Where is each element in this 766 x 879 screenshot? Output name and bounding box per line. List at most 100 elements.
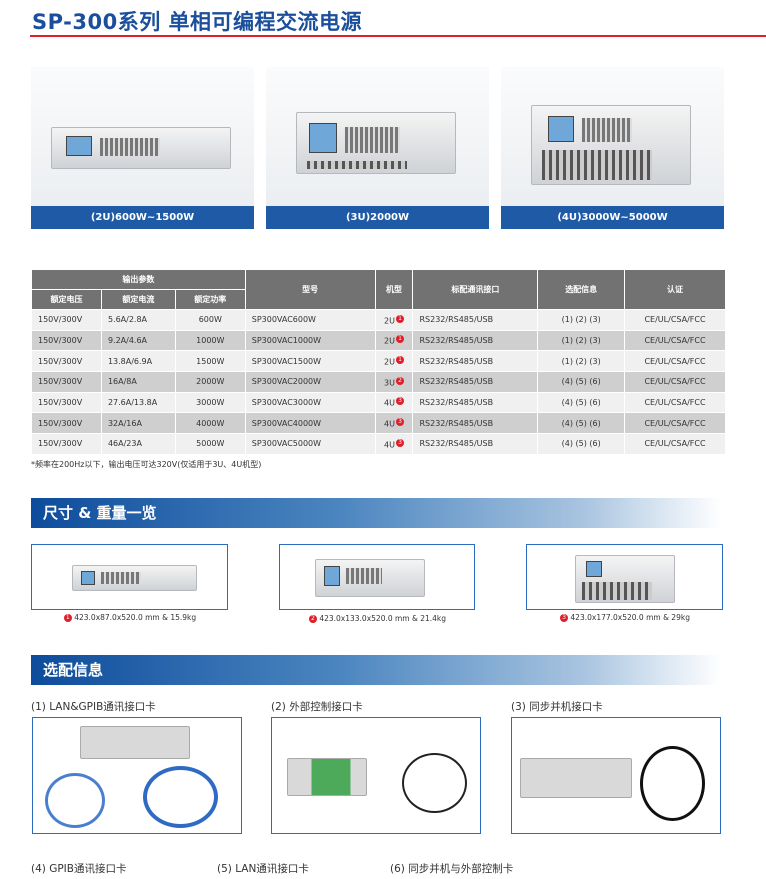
table-cell: SP300VAC1000W — [244, 329, 376, 352]
table-cell: 5.6A/2.8A — [100, 309, 176, 331]
spec-table: 输出参数 型号 机型 标配通讯接口 选配信息 认证 额定电压额定电流额定功率 1… — [31, 269, 726, 455]
table-cell: 4000W — [174, 412, 246, 435]
chassis-number-badge: 3 — [395, 397, 404, 406]
dimension-box-3u — [279, 544, 475, 610]
table-cell: 150V/300V — [31, 350, 102, 373]
table-cell: 9.2A/4.6A — [100, 329, 176, 352]
device-image-2u — [51, 127, 231, 169]
table-cell: 2000W — [174, 371, 246, 393]
table-cell: CE/UL/CSA/FCC — [624, 350, 726, 373]
chassis-number-badge: 3 — [395, 417, 404, 426]
section-header-options: 选配信息 — [31, 655, 721, 685]
col-header: 型号 — [244, 269, 376, 310]
dimension-box-2u — [31, 544, 228, 610]
table-cell: SP300VAC1500W — [244, 350, 376, 373]
option-image-lan-gpib — [32, 717, 242, 834]
table-cell: CE/UL/CSA/FCC — [624, 309, 726, 331]
product-card-3u: (3U)2000W — [266, 67, 489, 229]
col-header: 额定电流 — [100, 289, 176, 310]
col-header: 机型 — [374, 269, 414, 310]
table-cell: CE/UL/CSA/FCC — [624, 391, 726, 414]
table-cell: (4) (5) (6) — [537, 433, 626, 455]
table-cell: SP300VAC600W — [244, 309, 376, 331]
table-cell: 600W — [174, 309, 246, 331]
table-cell: 1500W — [174, 350, 246, 373]
table-cell: SP300VAC5000W — [244, 433, 376, 455]
table-cell: RS232/RS485/USB — [412, 391, 539, 414]
col-header: 标配通讯接口 — [412, 269, 539, 310]
table-cell: CE/UL/CSA/FCC — [624, 371, 726, 393]
title-divider — [30, 35, 766, 37]
chassis-number-badge: 2 — [395, 376, 404, 385]
chassis-number-badge: 1 — [395, 335, 404, 344]
table-cell: (4) (5) (6) — [537, 391, 626, 414]
option-label: (3) 同步并机接口卡 — [511, 701, 603, 713]
table-cell: SP300VAC4000W — [244, 412, 376, 435]
page-title: SP-300系列 单相可编程交流电源 — [32, 10, 363, 34]
table-cell: RS232/RS485/USB — [412, 433, 539, 455]
dimension-caption: 1 423.0x87.0x520.0 mm & 15.9kg — [31, 613, 228, 622]
option-label: (5) LAN通讯接口卡 — [217, 863, 309, 875]
dimension-caption: 2 423.0x133.0x520.0 mm & 21.4kg — [279, 614, 475, 623]
table-cell: 13.8A/6.9A — [100, 350, 176, 373]
product-card-2u: (2U)600W~1500W — [31, 67, 254, 229]
table-cell: (4) (5) (6) — [537, 412, 626, 435]
option-label: (1) LAN&GPIB通讯接口卡 — [31, 701, 156, 713]
table-cell: 150V/300V — [31, 309, 102, 331]
table-cell: 46A/23A — [100, 433, 176, 455]
table-cell: (1) (2) (3) — [537, 309, 626, 331]
table-cell: SP300VAC3000W — [244, 391, 376, 414]
table-footnote: *频率在200Hz以下，输出电压可达320V(仅适用于3U、4U机型) — [31, 460, 262, 469]
table-cell: 27.6A/13.8A — [100, 391, 176, 414]
table-cell: 150V/300V — [31, 329, 102, 352]
table-cell: 150V/300V — [31, 371, 102, 393]
table-cell: SP300VAC2000W — [244, 371, 376, 393]
table-cell: RS232/RS485/USB — [412, 350, 539, 373]
table-cell: 32A/16A — [100, 412, 176, 435]
table-cell: CE/UL/CSA/FCC — [624, 329, 726, 352]
table-cell: (1) (2) (3) — [537, 329, 626, 352]
group-header: 输出参数 — [31, 269, 246, 290]
section-header-dimensions: 尺寸 & 重量一览 — [31, 498, 721, 528]
dimension-caption: 3 423.0x177.0x520.0 mm & 29kg — [526, 613, 723, 622]
chassis-number-badge: 3 — [395, 438, 404, 447]
table-cell: RS232/RS485/USB — [412, 412, 539, 435]
table-cell: 150V/300V — [31, 412, 102, 435]
table-cell: 5000W — [174, 433, 246, 455]
dimension-box-4u — [526, 544, 723, 610]
option-image-parallel-sync — [511, 717, 721, 834]
table-cell: 1000W — [174, 329, 246, 352]
table-cell: 150V/300V — [31, 433, 102, 455]
table-cell: (1) (2) (3) — [537, 350, 626, 373]
product-caption: (3U)2000W — [266, 206, 489, 229]
col-header: 额定电压 — [31, 289, 102, 310]
table-cell: CE/UL/CSA/FCC — [624, 433, 726, 455]
product-caption: (2U)600W~1500W — [31, 206, 254, 229]
chassis-number-badge: 1 — [395, 314, 404, 323]
option-label: (2) 外部控制接口卡 — [271, 701, 363, 713]
device-image-4u — [531, 105, 691, 185]
col-header: 认证 — [624, 269, 726, 310]
table-cell: 16A/8A — [100, 371, 176, 393]
table-cell: (4) (5) (6) — [537, 371, 626, 393]
table-cell: 150V/300V — [31, 391, 102, 414]
table-cell: RS232/RS485/USB — [412, 371, 539, 393]
device-image-3u — [296, 112, 456, 174]
table-cell: CE/UL/CSA/FCC — [624, 412, 726, 435]
product-caption: (4U)3000W~5000W — [501, 206, 724, 229]
col-header: 额定功率 — [174, 289, 246, 310]
option-label: (6) 同步并机与外部控制卡 — [390, 863, 514, 875]
